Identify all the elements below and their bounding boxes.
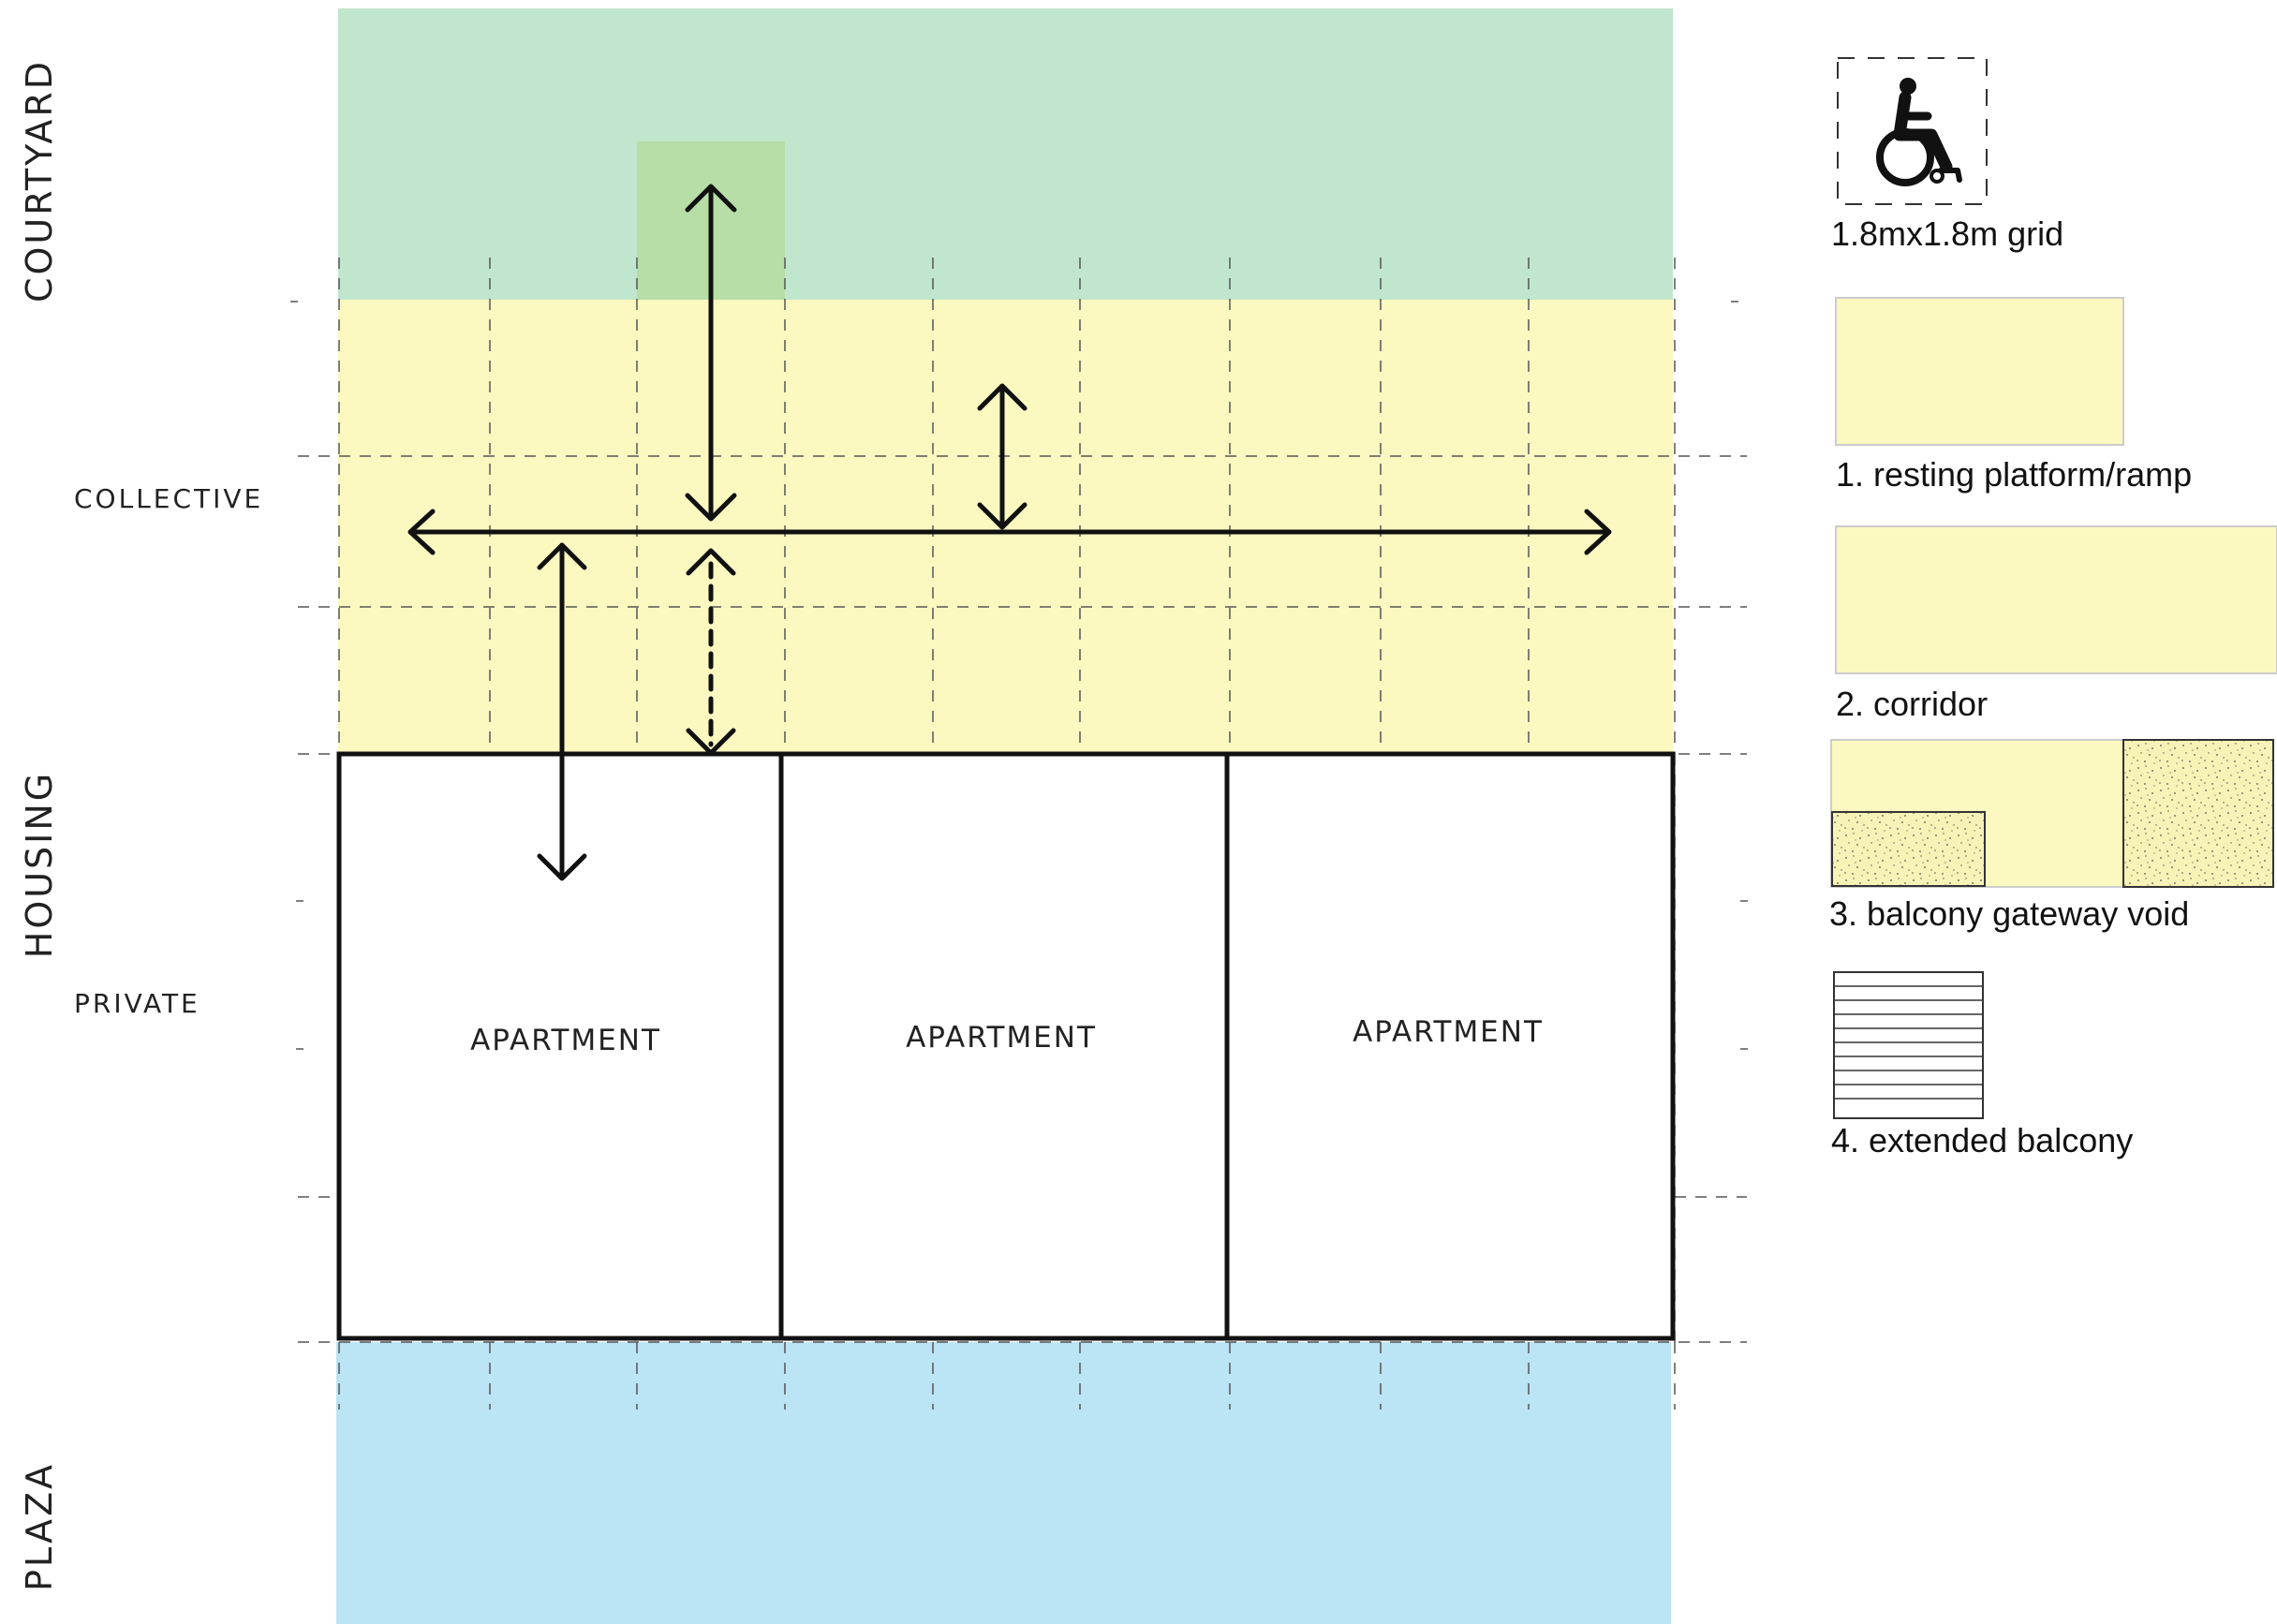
courtyard-zone	[338, 8, 1673, 300]
entry-arrow-up-head	[537, 542, 587, 570]
corridor-arrow-right-head	[1584, 509, 1612, 555]
apartment-label-1: APARTMENT	[470, 1024, 661, 1057]
balcony-void-stipple-large	[2122, 739, 2274, 888]
entry-arrow-down-head	[537, 853, 587, 881]
apartment-box-3	[1224, 751, 1676, 1341]
grid-legend-label: 1.8mx1.8m grid	[1831, 214, 2063, 253]
courtyard-arrow-down-head	[685, 493, 737, 522]
private-label: PRIVATE	[74, 988, 200, 1019]
void-arrow-up-head	[686, 548, 736, 576]
collective-label: COLLECTIVE	[74, 483, 263, 514]
platform-arrow-down-head	[977, 502, 1028, 530]
extended-balcony-hatching	[1834, 985, 1983, 1100]
void-arrow-down-head	[686, 728, 736, 756]
platform-legend-swatch	[1835, 297, 2124, 446]
plaza-label: PLAZA	[19, 1462, 60, 1591]
corridor-legend-swatch	[1835, 525, 2277, 674]
housing-label: HOUSING	[19, 771, 60, 959]
corridor-legend-label: 2. corridor	[1836, 685, 1988, 723]
plaza-zone	[336, 1342, 1671, 1624]
courtyard-label: COURTYARD	[19, 59, 60, 303]
legend: 1.8mx1.8m grid 1. resting platform/ramp …	[1829, 57, 2277, 1159]
apartment-box-2	[778, 751, 1230, 1341]
corridor-arrow-left-head	[407, 509, 436, 555]
apartment-label-3: APARTMENT	[1353, 1015, 1544, 1049]
balcony-void-stipple-small	[1831, 811, 1986, 887]
platform-legend-label: 1. resting platform/ramp	[1836, 455, 2192, 494]
extended-balcony-legend-label: 4. extended balcony	[1831, 1121, 2133, 1159]
extended-balcony-legend-swatch	[1833, 971, 1984, 1119]
wheelchair-icon	[1876, 78, 1962, 186]
grid-legend-swatch	[1837, 57, 1988, 205]
platform-arrow-up-head	[977, 383, 1028, 411]
balcony-void-legend-label: 3. balcony gateway void	[1829, 894, 2189, 933]
apartment-label-2: APARTMENT	[906, 1021, 1097, 1055]
circulation-arrows	[407, 184, 1612, 881]
courtyard-arrow-up-head	[685, 184, 737, 213]
